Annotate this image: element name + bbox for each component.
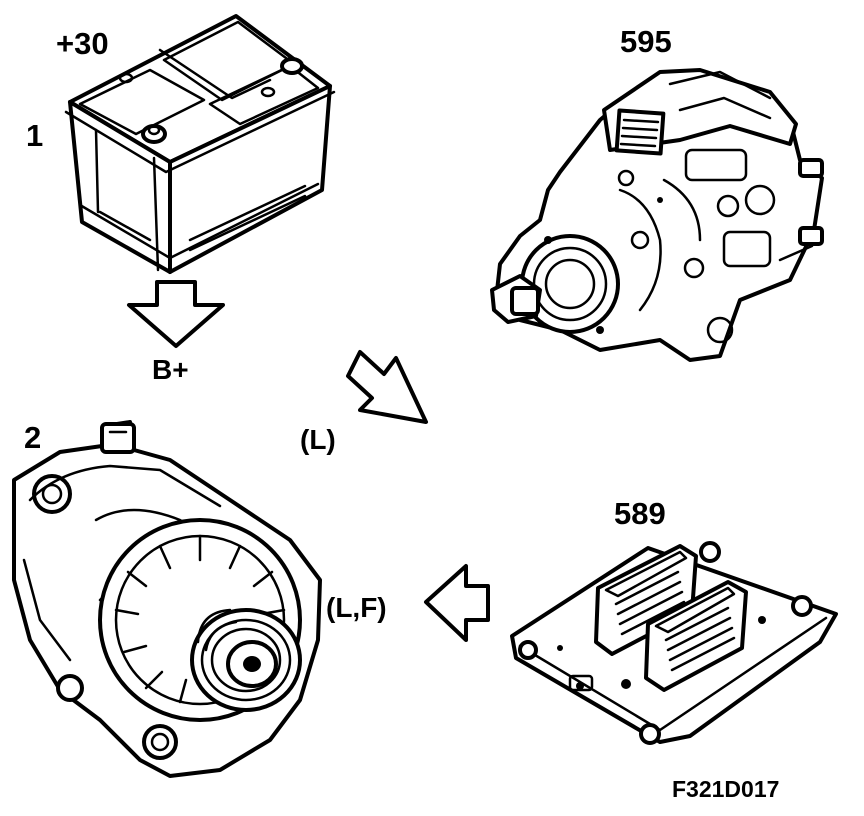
battery-icon	[64, 14, 336, 274]
injection-pump-icon	[490, 68, 824, 362]
ecu-signal-label: (L,F)	[326, 592, 387, 623]
ecu-number-label: 589	[614, 496, 666, 531]
pump-number-label: 595	[620, 24, 672, 59]
battery-number-label: 1	[26, 118, 44, 153]
arrow-left-icon	[424, 564, 490, 642]
alternator-icon	[12, 420, 322, 778]
battery-terminal-label: +30	[56, 26, 109, 61]
alternator-number-label: 2	[24, 420, 42, 455]
arrow-diagonal-icon	[346, 350, 428, 424]
arrow-down-icon	[127, 280, 225, 348]
ecu-icon	[510, 541, 838, 745]
battery-output-label: B+	[152, 354, 189, 385]
pump-signal-label: (L)	[300, 424, 336, 455]
figure-code-label: F321D017	[672, 776, 780, 802]
